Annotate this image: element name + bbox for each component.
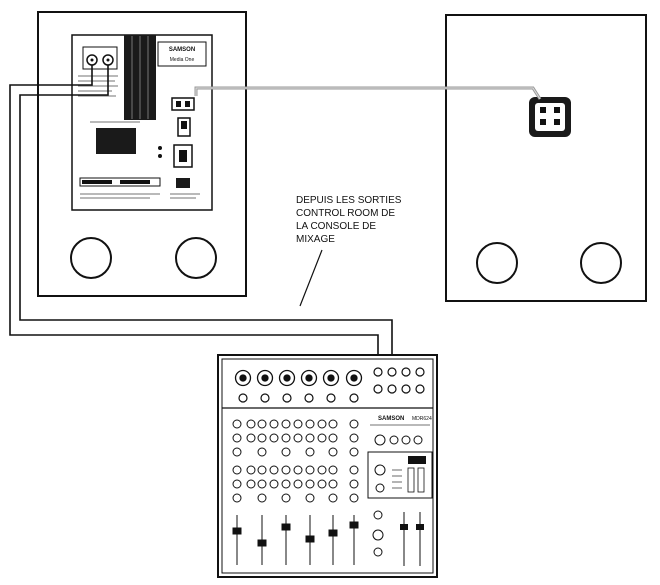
mixer-model: MDR624 [412,416,432,422]
channel-strip [281,419,303,565]
model-label: Media One [170,57,195,63]
woofer-right-1 [476,242,518,284]
annotation-label: DEPUIS LES SORTIES CONTROL ROOM DE LA CO… [296,194,436,246]
annotation-line-1: DEPUIS LES SORTIES [296,195,402,206]
input-jacks [82,46,118,70]
channel-strip [328,419,338,565]
annotation-line-3: LA CONSOLE DE [296,221,377,232]
speaker-out-terminal [171,97,195,111]
cable-right-channel [19,65,393,380]
channel-strip [305,419,327,565]
speaker-left: SAMSON Media One [37,11,247,297]
mixer-jack-inputs [238,393,359,403]
brand-logo: SAMSON [169,47,195,53]
woofer-left-1 [70,237,112,279]
channel-strip [349,419,359,565]
amp-rear-panel: SAMSON Media One [71,34,213,211]
speaker-link-cable [194,86,542,100]
master-section: SAMSON MDR624 [367,416,433,566]
woofer-right-2 [580,242,622,284]
annotation-pointer [299,249,323,307]
channel-strips [232,419,359,565]
speaker-in-terminal [529,97,571,137]
control-room-outputs [373,367,425,394]
annotation-line-4: MIXAGE [296,234,335,245]
channel-strip [232,419,256,565]
mixer: SAMSON MDR624 [217,354,438,578]
speaker-right [445,14,647,302]
mixer-xlr-inputs [234,369,363,387]
fuse-holder [176,178,190,188]
woofer-left-2 [175,237,217,279]
channel-strip [257,419,279,565]
brand-plate [157,41,207,67]
mixer-brand: SAMSON [378,416,404,422]
annotation-line-2: CONTROL ROOM DE [296,208,396,219]
label-block [96,128,136,154]
